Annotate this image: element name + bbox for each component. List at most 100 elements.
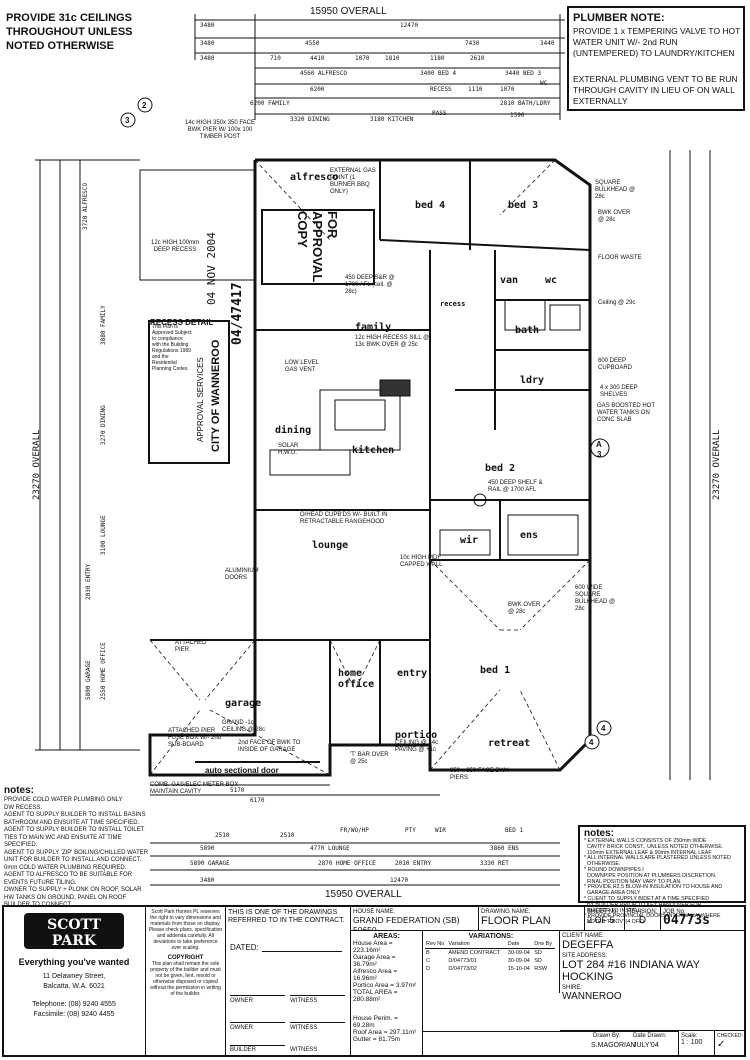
var-rev: C bbox=[426, 958, 430, 964]
room-portico: portico bbox=[395, 730, 438, 741]
note-face-bwk: 2nd FACE OF BWK TO INSIDE OF GARAGE bbox=[238, 740, 301, 753]
list-item: UNIT FOR BUILDER TO INSTALL AND CONNECT. bbox=[4, 857, 142, 863]
owner-label-2: OWNER bbox=[230, 1025, 253, 1031]
room-dining: dining bbox=[275, 425, 312, 436]
dim-row2-c: 7430 bbox=[465, 40, 480, 47]
copyright-text: This plan shall remain the sole property… bbox=[150, 961, 221, 997]
city-title: CITY OF WANNEROO bbox=[210, 339, 222, 452]
stamp-date: 04 NOV 2004 bbox=[205, 232, 218, 305]
room-bath: bath bbox=[515, 325, 540, 336]
list-item: DW RECESS. bbox=[4, 804, 43, 811]
variations-cell: VARIATIONS: Rev No Variation Date Drw By… bbox=[423, 931, 560, 993]
note-rangehood: O/HEAD CUPB'DS W/- BUILT IN RETRACTABLE … bbox=[300, 512, 388, 525]
notes-right: notes: * EXTERNAL WALLS CONSISTS OF 250m… bbox=[578, 825, 746, 925]
room-alfresco: alfresco bbox=[290, 172, 339, 183]
note-bar-over: 'T' BAR OVER @ 25c bbox=[350, 752, 389, 765]
room-wir: wir bbox=[460, 535, 479, 546]
client-name: DEGEFFA bbox=[562, 939, 614, 951]
var-header-row: Rev No Variation Date Drw By bbox=[425, 940, 555, 949]
label-garage: 5800 GARAGE bbox=[85, 660, 92, 700]
bdim-r3-a: 5890 GARAGE bbox=[190, 860, 230, 867]
sheet-cell: SHEET No: 2 OF 5 bbox=[585, 907, 625, 931]
dim-row2-b: 4550 bbox=[305, 40, 320, 47]
list-item: GARAGE AREA ONLY bbox=[584, 890, 641, 897]
room-ldry: ldry bbox=[520, 375, 545, 386]
list-item: * PROVIDE PROVINCIAL DOORS INTERNALLY WH… bbox=[584, 913, 721, 920]
plumber-note-box: PLUMBER NOTE: PROVIDE 1 x TEMPERING VALV… bbox=[567, 6, 745, 111]
client-label: CLIENT NAME: bbox=[562, 933, 604, 939]
house-name-cell: HOUSE NAME: GRAND FEDERATION (SB) 50650 bbox=[351, 907, 479, 931]
note-bwk-over: BWK OVER @ 28c bbox=[598, 210, 631, 223]
drawing-name-cell: DRAWING NAME: FLOOR PLAN bbox=[479, 907, 585, 931]
revision: D bbox=[638, 915, 647, 926]
site-label: SITE ADDRESS: bbox=[562, 953, 608, 959]
list-item: CAVITY BRICK CONST., UNLESS NOTED OTHERW… bbox=[584, 843, 724, 850]
bdim-r1-d: PTY bbox=[405, 827, 416, 834]
table-row: D D/04773/02 15-10-04 RSW bbox=[425, 965, 555, 973]
checked-cell: CHECKED: ✓ bbox=[714, 1031, 744, 1055]
ceiling-note-line-1: PROVIDE 31c CEILINGS bbox=[6, 12, 132, 24]
drawing-ref: THIS IS ONE OF THE DRAWINGS REFERRED TO … bbox=[228, 909, 345, 924]
section-marker-4: 4 bbox=[601, 724, 606, 733]
ceiling-note-box: PROVIDE 31c CEILINGS THROUGHOUT UNLESS N… bbox=[2, 8, 162, 60]
room-bed3: bed 3 bbox=[508, 200, 539, 211]
bdim-r4-a: 3480 bbox=[200, 877, 215, 884]
note-square-bulkhead: SQUARE BULKHEAD @ 28c bbox=[595, 180, 636, 200]
area-garage: Garage Area = 36.79m² bbox=[353, 954, 396, 968]
builder-label: BUILDER bbox=[230, 1047, 257, 1053]
house-name: GRAND FEDERATION (SB) 50650 bbox=[353, 915, 460, 931]
bdim-r2-a: 5890 bbox=[200, 845, 215, 852]
drawing-name-label: DRAWING NAME: bbox=[481, 909, 531, 915]
gutter: Gutter = 81.75m bbox=[353, 1036, 401, 1043]
note-sectional-door: auto sectional door bbox=[205, 766, 279, 775]
label-lounge: 3100 LOUNGE bbox=[100, 515, 107, 555]
note-ceiling29: Ceiling @ 29c bbox=[598, 300, 636, 306]
list-item: TIES TO MAIN WC AND ENSUITE AT TIME bbox=[4, 834, 122, 841]
site-line-2: HOCKING bbox=[562, 971, 614, 983]
list-item: OTHERWISE. bbox=[584, 861, 621, 868]
room-entry: entry bbox=[397, 668, 428, 679]
list-item: * CLIENT TO SUPPLY BIDET AT A TIME SPECI… bbox=[584, 895, 710, 902]
date-drawn: JULY'04 bbox=[633, 1042, 659, 1049]
room-bed4: bed 4 bbox=[415, 200, 446, 211]
table-row: C D/04773/01 30-09-04 SD bbox=[425, 957, 555, 965]
scale: 1 : 100 bbox=[681, 1039, 703, 1046]
dim-row4-b: 3400 BED 4 bbox=[420, 70, 457, 77]
section-marker-3-mid: 3 bbox=[597, 450, 602, 459]
client-cell: CLIENT NAME: DEGEFFA SITE ADDRESS: LOT 2… bbox=[560, 931, 744, 1031]
area-house: House Area = 223.16m² bbox=[353, 940, 393, 954]
dim-row4-a: 4560 ALFRESCO bbox=[300, 70, 347, 77]
dim-row4-c: 3440 BED 3 bbox=[505, 70, 542, 77]
list-item: DOWNPIPE POSITION AT PLUMBERS DISCRETION… bbox=[584, 872, 717, 879]
contract-cell: THIS IS ONE OF THE DRAWINGS REFERRED TO … bbox=[226, 907, 351, 1055]
dim-row7-a: 3320 DINING bbox=[290, 116, 330, 123]
owner-line-2 bbox=[230, 1022, 285, 1023]
list-item: * PROVIDE R2.5 BLOW-IN INSULATION TO HOU… bbox=[584, 884, 723, 891]
logo-cell: SCOTT PARK HOMES Everything you've wante… bbox=[4, 907, 146, 1055]
room-van: van bbox=[500, 275, 519, 286]
note-floor-waste: FLOOR WASTE bbox=[598, 255, 642, 261]
note-recess-detail: RECESS DETAIL bbox=[150, 318, 214, 327]
drawn-by: S.MAGORIAN bbox=[591, 1042, 636, 1049]
checked-label: CHECKED: bbox=[717, 1033, 743, 1039]
list-item: AGENT TO SUPPLY BUILDER TO INSTALL BASIN… bbox=[4, 812, 146, 818]
var-header-rev: Rev No bbox=[425, 940, 448, 949]
site-line-1: LOT 284 #16 INDIANA WAY bbox=[562, 959, 700, 971]
dim-row3-d: 1070 bbox=[355, 55, 370, 62]
owner-line bbox=[230, 995, 285, 996]
room-lounge: lounge bbox=[312, 540, 349, 551]
overall-right-label: 23270 OVERALL bbox=[712, 429, 722, 500]
var-date: 15-10-04 bbox=[507, 966, 530, 972]
bdim-r1-f: BED 1 bbox=[505, 827, 524, 834]
dim-row7-d: 1590 bbox=[510, 112, 525, 119]
dated-line bbox=[262, 951, 342, 952]
revision-cell: REVISION: D bbox=[625, 907, 661, 931]
job-no: 04773s bbox=[663, 913, 710, 928]
note-portico-ceiling: CEILING @ 34c PAVING @ +1c bbox=[395, 740, 439, 753]
witness-line-2 bbox=[290, 1022, 345, 1023]
note-comb-gas: COMB. GAS/ELEC METER BOX MAINTAIN CAVITY bbox=[150, 782, 239, 795]
note-shelves: 4 x 300 DEEP SHELVES bbox=[600, 385, 638, 398]
fax: Facsimile: (08) 9240 4455 bbox=[33, 1011, 115, 1018]
var-header-date: Date bbox=[506, 940, 534, 949]
